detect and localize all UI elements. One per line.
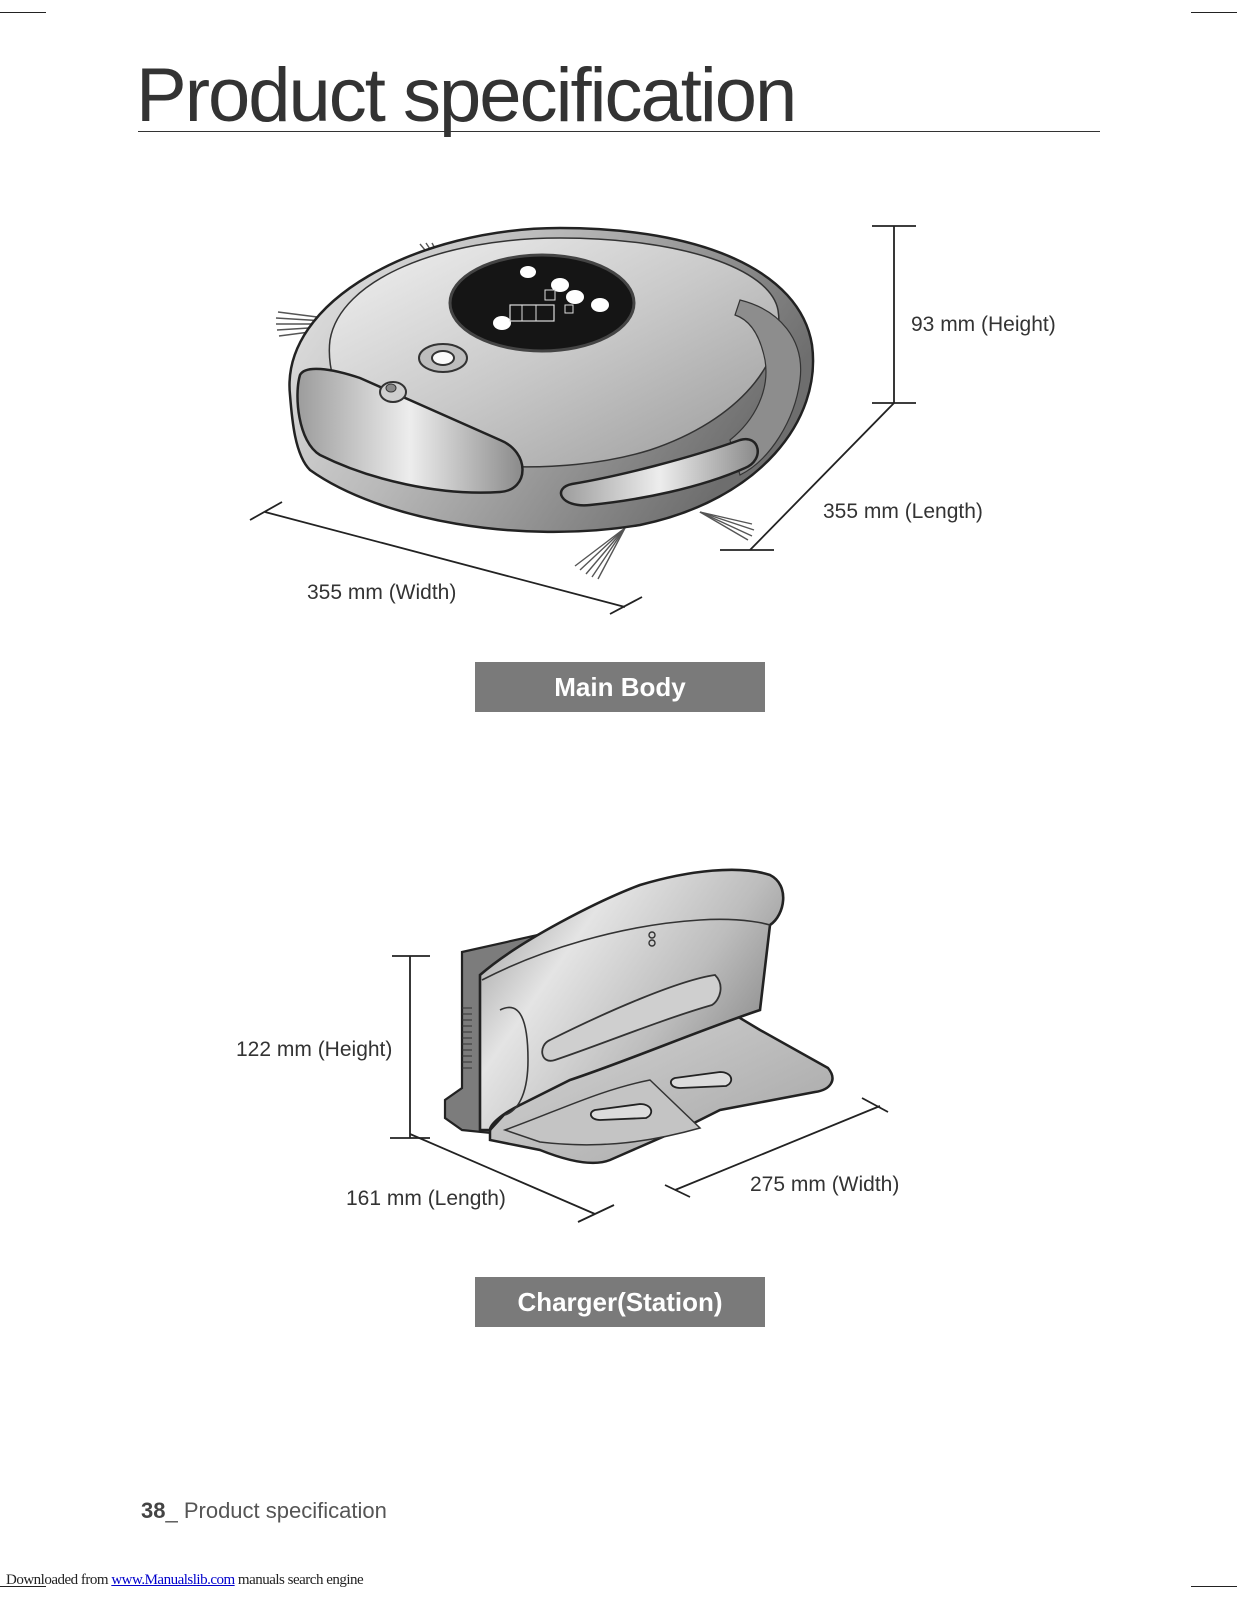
download-prefix: Downloaded from bbox=[6, 1572, 112, 1588]
side-brush-bottom bbox=[574, 511, 755, 580]
page-number: 38 bbox=[141, 1498, 166, 1523]
download-bar: Downloaded from www.Manualslib.com manua… bbox=[6, 1572, 364, 1589]
page-title: Product specification bbox=[136, 53, 797, 138]
main-body-caption: Main Body bbox=[475, 662, 765, 712]
crop-mark-bottom-left bbox=[0, 1586, 46, 1587]
charger-station-illustration bbox=[390, 868, 889, 1223]
crop-mark-bottom-right bbox=[1191, 1586, 1237, 1587]
main-body-length-label: 355 mm (Length) bbox=[823, 500, 983, 523]
page-footer: 38_ Product specification bbox=[141, 1498, 387, 1524]
title-rule bbox=[138, 131, 1100, 132]
main-body-height-label: 93 mm (Height) bbox=[911, 313, 1056, 336]
manualslib-link[interactable]: www.Manualslib.com bbox=[111, 1572, 235, 1588]
footer-section: _ Product specification bbox=[165, 1498, 387, 1523]
download-suffix: manuals search engine bbox=[234, 1572, 364, 1588]
charger-caption: Charger(Station) bbox=[475, 1277, 765, 1327]
main-body-width-label: 355 mm (Width) bbox=[307, 581, 457, 604]
charger-width-label: 275 mm (Width) bbox=[750, 1173, 900, 1196]
charger-height-label: 122 mm (Height) bbox=[236, 1038, 393, 1061]
dimension-lines-main bbox=[249, 225, 916, 615]
dimension-lines-charger bbox=[390, 955, 889, 1223]
crop-mark-top-left bbox=[0, 12, 46, 13]
robot-vacuum-illustration bbox=[249, 225, 916, 615]
charger-length-label: 161 mm (Length) bbox=[346, 1187, 506, 1210]
crop-mark-top-right bbox=[1191, 12, 1237, 13]
